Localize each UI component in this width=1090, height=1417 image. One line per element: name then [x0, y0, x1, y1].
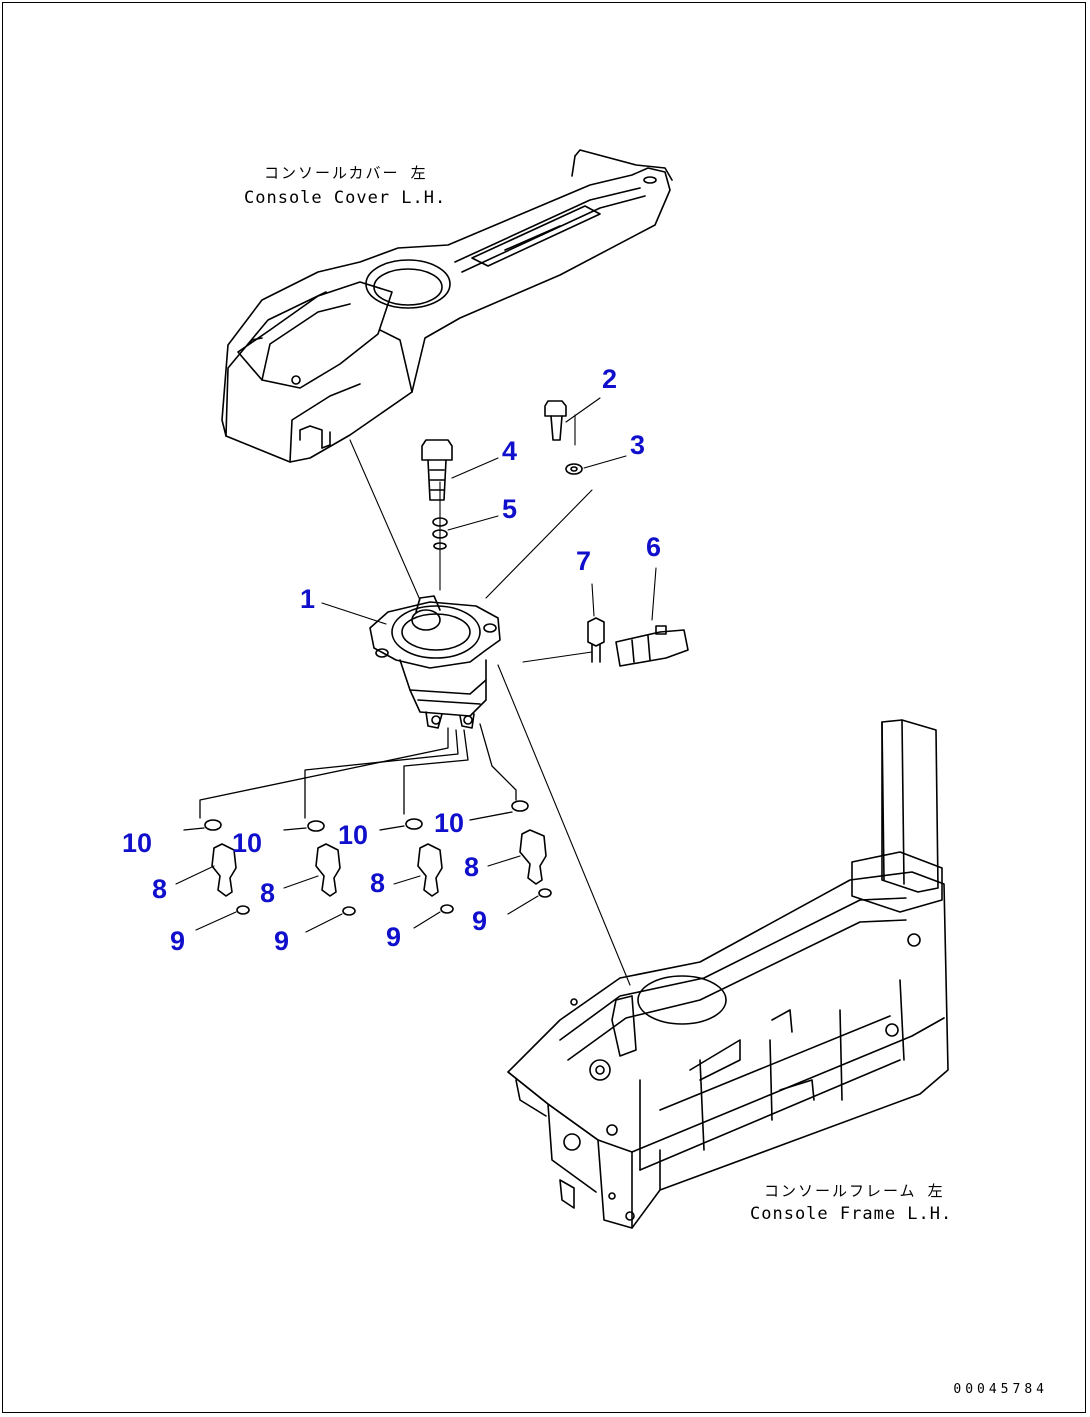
callout-7: 7 [576, 546, 592, 576]
callout-10b: 10 [232, 828, 263, 858]
bolt-4 [421, 439, 453, 501]
callout-10a: 10 [122, 828, 153, 858]
callout-8d: 8 [464, 852, 480, 882]
fittings-group [204, 800, 552, 916]
callout-3: 3 [630, 430, 646, 460]
clip-7 [587, 617, 605, 663]
bolt-2 [544, 400, 567, 441]
callout-5: 5 [502, 494, 518, 524]
callout-2: 2 [602, 364, 618, 394]
hose-routing [183, 723, 517, 831]
callout-9a: 9 [170, 926, 186, 956]
document-number: 00045784 [953, 1382, 1048, 1397]
callout-10d: 10 [434, 808, 465, 838]
callout-8c: 8 [370, 868, 386, 898]
assembly-guide-lines [349, 414, 631, 986]
washer-5 [432, 517, 448, 550]
ppc-valve-part [369, 595, 501, 729]
callout-9b: 9 [274, 926, 290, 956]
callout-9d: 9 [472, 906, 488, 936]
console-frame-part [507, 719, 949, 1229]
callout-10c: 10 [338, 820, 369, 850]
callout-1: 1 [300, 584, 316, 614]
console-cover-label-jp: コンソールカバー 左 [264, 164, 428, 182]
washer-3 [565, 463, 583, 475]
callout-leaders [175, 397, 657, 933]
connector-6 [615, 625, 689, 667]
console-frame-label-jp: コンソールフレーム 左 [764, 1182, 945, 1200]
console-cover-part [221, 149, 673, 463]
callout-4: 4 [502, 436, 518, 466]
callout-6: 6 [646, 532, 662, 562]
callout-9c: 9 [386, 922, 402, 952]
callout-8b: 8 [260, 878, 276, 908]
console-cover-label-en: Console Cover L.H. [244, 188, 447, 208]
callout-8a: 8 [152, 874, 168, 904]
console-frame-label-en: Console Frame L.H. [750, 1204, 953, 1224]
